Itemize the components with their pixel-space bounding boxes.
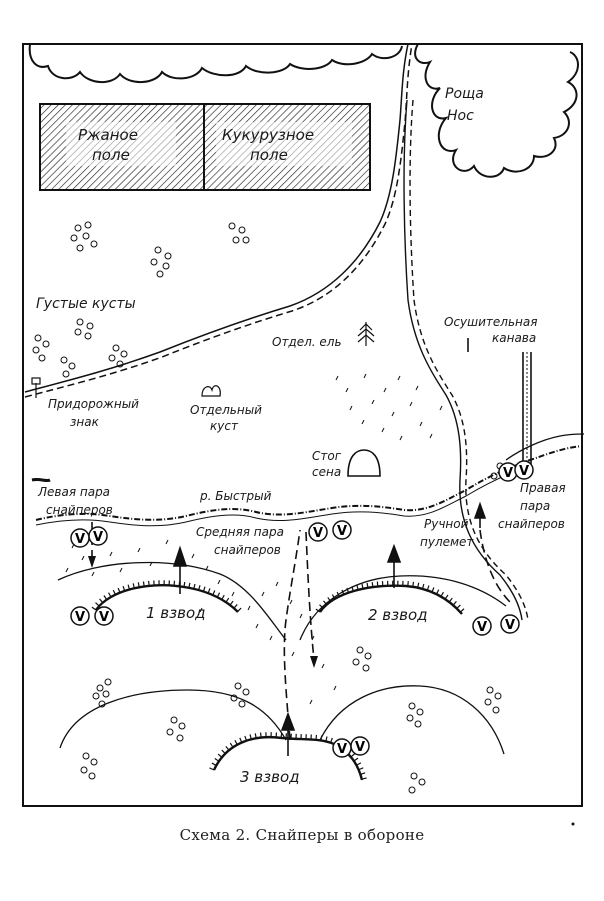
sniper-marker-symbol: V: [477, 620, 487, 635]
single-bush-icon: [201, 385, 221, 397]
corn-field-label-1: Кукурузное: [222, 126, 314, 144]
corn-field-label-2: поле: [250, 146, 288, 164]
sniper-marker: V: [514, 460, 534, 480]
hill-contours: [57, 433, 585, 755]
route-arrowheads: [88, 556, 318, 668]
right-pair-label-3: снайперов: [498, 517, 565, 531]
sniper-marker-symbol: V: [75, 610, 85, 625]
sniper-marker-symbol: V: [337, 742, 347, 757]
rye-label-bg: [66, 122, 176, 166]
grass-marks: [65, 373, 443, 705]
haystack-label-1: Стог: [312, 449, 342, 463]
corn-label-bg: [216, 122, 352, 166]
platoon-3-label: 3 взвод: [240, 768, 300, 786]
sniper-marker: V: [70, 606, 90, 626]
platoon-2-label: 2 взвод: [368, 606, 428, 624]
right-pair-label-1: Правая: [520, 481, 566, 495]
sniper-marker: V: [308, 522, 328, 542]
grove-label-1: Роща: [445, 86, 484, 102]
single-bush-label-1: Отдельный: [190, 403, 262, 417]
map-frame: [22, 43, 583, 807]
river-bank: [35, 465, 531, 527]
road-sign-icon: [31, 377, 41, 398]
sniper-marker-symbol: V: [93, 530, 103, 545]
trench-3: [212, 736, 364, 781]
middle-pair-label-2: снайперов: [214, 543, 281, 557]
sniper-marker: V: [350, 736, 370, 756]
forest-outline: [28, 43, 403, 83]
machine-gun-label-2: пулемет: [420, 535, 474, 549]
sniper-marker-symbol: V: [519, 464, 529, 479]
spruce-icon: [357, 322, 375, 346]
dashed-routes: [91, 522, 511, 741]
middle-pair-label-1: Средняя пара: [196, 525, 284, 539]
trench-2: [319, 584, 463, 615]
sniper-marker: V: [332, 738, 352, 758]
figure-caption: Схема 2. Снайперы в обороне: [179, 826, 425, 844]
trench-1: [95, 584, 239, 613]
sniper-marker: V: [498, 462, 518, 482]
speck: [571, 822, 575, 826]
single-bush-label-2: куст: [210, 419, 239, 433]
river: [35, 445, 583, 521]
dense-bushes-label: Густые кусты: [36, 296, 136, 312]
river-mouth-mark: [31, 477, 51, 483]
haystack-icon: [347, 449, 381, 477]
road-sign-label-2: знак: [70, 415, 100, 429]
grove-outline: [414, 43, 579, 178]
river-label: р. Быстрый: [199, 489, 272, 503]
trench-teeth: [91, 580, 465, 780]
road: [24, 43, 413, 398]
bush-clusters: [32, 221, 512, 794]
road-sign-label-1: Придорожный: [48, 397, 139, 411]
sniper-marker: V: [94, 606, 114, 626]
sniper-marker: V: [472, 616, 492, 636]
rye-field-label-1: Ржаное: [78, 126, 138, 144]
trenches: [95, 584, 463, 781]
path-east: [403, 99, 529, 621]
platoon-arrows: [172, 501, 487, 756]
ditch-label-2: канава: [492, 331, 536, 345]
ditch-label-1: Осушительная: [444, 315, 537, 329]
sniper-marker-symbol: V: [355, 740, 365, 755]
left-pair-label-2: снайперов: [46, 503, 113, 517]
sniper-marker: V: [70, 528, 90, 548]
sniper-marker: V: [500, 614, 520, 634]
haystack-label-2: сена: [312, 465, 341, 479]
right-pair-label-2: пара: [520, 499, 550, 513]
spruce-label: Отдел. ель: [272, 335, 342, 349]
sniper-marker: V: [332, 520, 352, 540]
drainage-ditch: [467, 338, 532, 470]
sniper-marker-symbol: V: [99, 610, 109, 625]
machine-gun-label-1: Ручной: [424, 517, 469, 531]
left-pair-label-1: Левая пара: [37, 485, 110, 499]
platoon-1-label: 1 взвод: [146, 604, 206, 622]
rye-field-label-2: поле: [92, 146, 130, 164]
sniper-marker-symbol: V: [337, 524, 347, 539]
grove-label-2: Нос: [447, 108, 474, 124]
sniper-marker-symbol: V: [505, 618, 515, 633]
sniper-marker-symbol: V: [503, 466, 513, 481]
sniper-marker-symbol: V: [313, 526, 323, 541]
sniper-marker: V: [88, 526, 108, 546]
river-label-bg: [198, 488, 294, 504]
sniper-marker-symbol: V: [75, 532, 85, 547]
